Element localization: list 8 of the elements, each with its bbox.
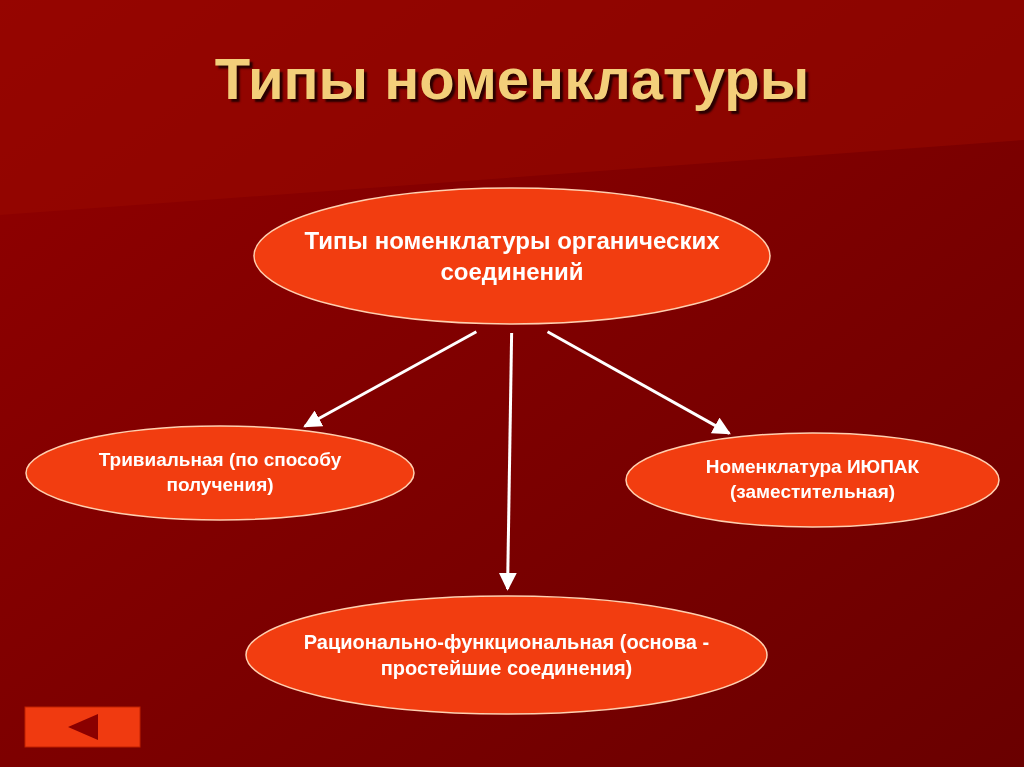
arrow	[498, 332, 517, 591]
slide-title: Типы номенклатуры	[213, 45, 811, 112]
node-label: Типы номенклатуры органических соединений	[303, 225, 721, 287]
node-label: Тривиальная (по способу получения)	[97, 448, 343, 497]
arrow	[303, 330, 478, 428]
node-label: Рационально-функциональная (основа - простейшие соединения)	[302, 630, 711, 681]
arrow	[546, 330, 731, 435]
node-label: Номенклатура ИЮПАК (заместительная)	[704, 455, 921, 504]
